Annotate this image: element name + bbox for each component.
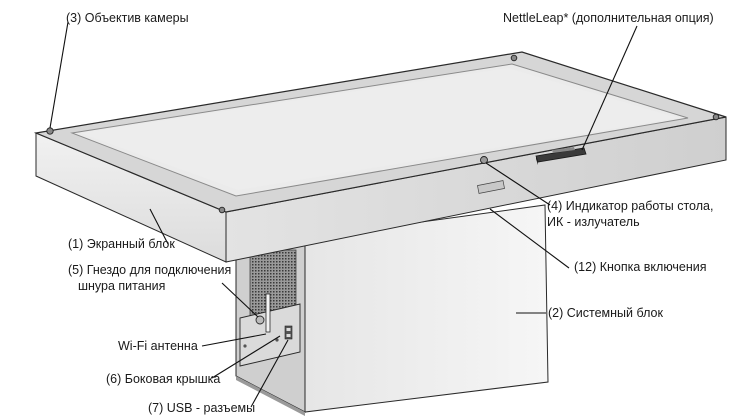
label-power-button: (12) Кнопка включения [574,260,707,274]
power-socket [255,315,265,325]
label-nettleleap: NettleLeap* (дополнительная опция) [503,11,714,25]
usb-ports [284,325,293,340]
label-screen-block: (1) Экранный блок [68,237,175,251]
label-indicator-line1: (4) Индикатор работы стола, [547,199,714,213]
system-block [235,204,549,416]
label-indicator: (4) Индикатор работы стола, ИК - излучат… [547,198,713,230]
label-power-socket-line2: шнура питания [78,279,166,293]
label-side-cover: (6) Боковая крышка [106,372,221,386]
label-camera-lens: (3) Объектив камеры [66,11,189,25]
label-power-socket-line1: (5) Гнездо для подключения [68,263,232,277]
wifi-antenna [265,293,271,333]
label-power-socket: (5) Гнездо для подключения шнура питания [68,262,231,294]
label-system-block: (2) Системный блок [548,306,663,320]
label-usb-ports: (7) USB - разъемы [148,401,256,415]
indicator-ir-emitter [480,156,488,164]
nettleleap-device [535,147,587,165]
label-wifi-antenna: Wi-Fi антенна [118,339,198,353]
screen-block [33,51,727,263]
side-cover [239,303,301,367]
leader-lines [49,21,638,408]
power-button [477,180,505,194]
camera-lens [46,127,54,135]
label-indicator-line2: ИК - излучатель [547,215,640,229]
